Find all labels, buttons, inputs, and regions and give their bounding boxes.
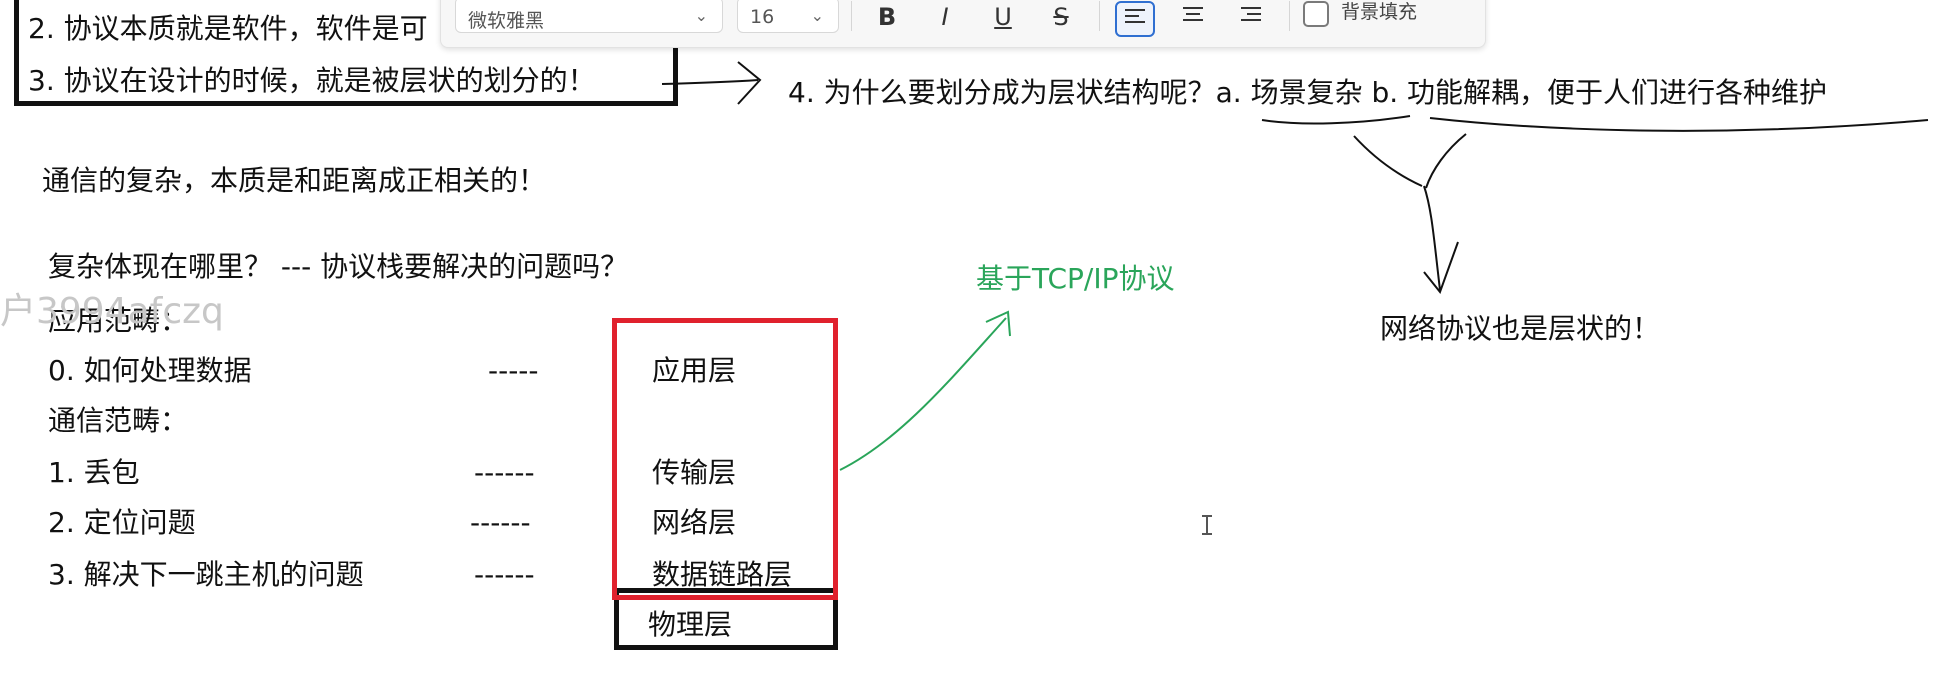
underline-decouple-stroke (1429, 117, 1929, 132)
comm-complexity-text: 通信的复杂，本质是和距离成正相关的！ (42, 164, 547, 197)
item-3: 3. 解决下一跳主机的问题 (48, 558, 364, 591)
text-cursor-icon (1202, 515, 1212, 535)
dash-1: ------ (474, 456, 535, 489)
text-format-toolbar: 微软雅黑 ⌄ 16 ⌄ B I U S 背景填充 (440, 0, 1486, 48)
underline-button[interactable]: U (994, 3, 1012, 31)
note-line-4: 4. 为什么要划分成为层状结构呢？a. 场景复杂 b. 功能解耦，便于人们进行各… (788, 76, 1828, 109)
where-complex-text: 复杂体现在哪里？ --- 协议栈要解决的问题吗？ (48, 250, 629, 283)
layer-transport: 传输层 (652, 456, 737, 489)
align-center-button[interactable] (1173, 1, 1213, 37)
layer-datalink: 数据链路层 (652, 558, 793, 591)
underline-scene-stroke (1261, 115, 1411, 125)
layer-physical: 物理层 (648, 608, 733, 641)
network-layered-text: 网络协议也是层状的！ (1380, 312, 1661, 345)
toolbar-divider (1289, 1, 1290, 31)
chevron-down-icon: ⌄ (694, 6, 708, 25)
dash-2: ------ (470, 506, 531, 539)
bg-fill-checkbox[interactable] (1303, 1, 1329, 27)
note-line-3: 3. 协议在设计的时候，就是被层状的划分的！ (28, 64, 596, 97)
bg-fill-label: 背景填充 (1341, 1, 1418, 23)
font-size-select[interactable]: 16 ⌄ (737, 0, 839, 33)
layer-application: 应用层 (652, 354, 737, 387)
align-center-icon (1183, 7, 1203, 21)
note-line-2: 2. 协议本质就是软件，软件是可 (28, 12, 428, 45)
item-2: 2. 定位问题 (48, 506, 196, 539)
strikethrough-button[interactable]: S (1053, 3, 1069, 31)
toolbar-divider (1099, 1, 1100, 31)
item-0: 0. 如何处理数据 (48, 354, 252, 387)
dash-0: ----- (488, 354, 539, 387)
layer-network: 网络层 (652, 506, 737, 539)
toolbar-divider (851, 1, 852, 31)
comm-category-label: 通信范畴： (48, 404, 189, 437)
item-1: 1. 丢包 (48, 456, 140, 489)
align-right-icon (1241, 7, 1261, 21)
green-curve-arrow (839, 310, 1011, 471)
align-left-icon (1125, 9, 1145, 23)
font-family-value: 微软雅黑 (468, 10, 545, 32)
branch-lines (1353, 133, 1467, 295)
app-category-label: 应用范畴： (48, 304, 189, 337)
tcpip-label: 基于TCP/IP协议 (976, 262, 1175, 295)
user-watermark: 户3994afczq (0, 291, 224, 332)
bold-button[interactable]: B (877, 3, 897, 31)
tcpip-layers-box (612, 318, 838, 600)
align-left-button[interactable] (1115, 1, 1155, 37)
font-size-value: 16 (750, 6, 775, 28)
dash-3: ------ (474, 558, 535, 591)
chevron-down-icon: ⌄ (810, 6, 824, 25)
notes-box (14, 0, 678, 106)
physical-layer-box (614, 588, 838, 650)
italic-button[interactable]: I (941, 3, 949, 31)
font-family-select[interactable]: 微软雅黑 ⌄ (455, 0, 723, 33)
align-right-button[interactable] (1231, 1, 1271, 37)
